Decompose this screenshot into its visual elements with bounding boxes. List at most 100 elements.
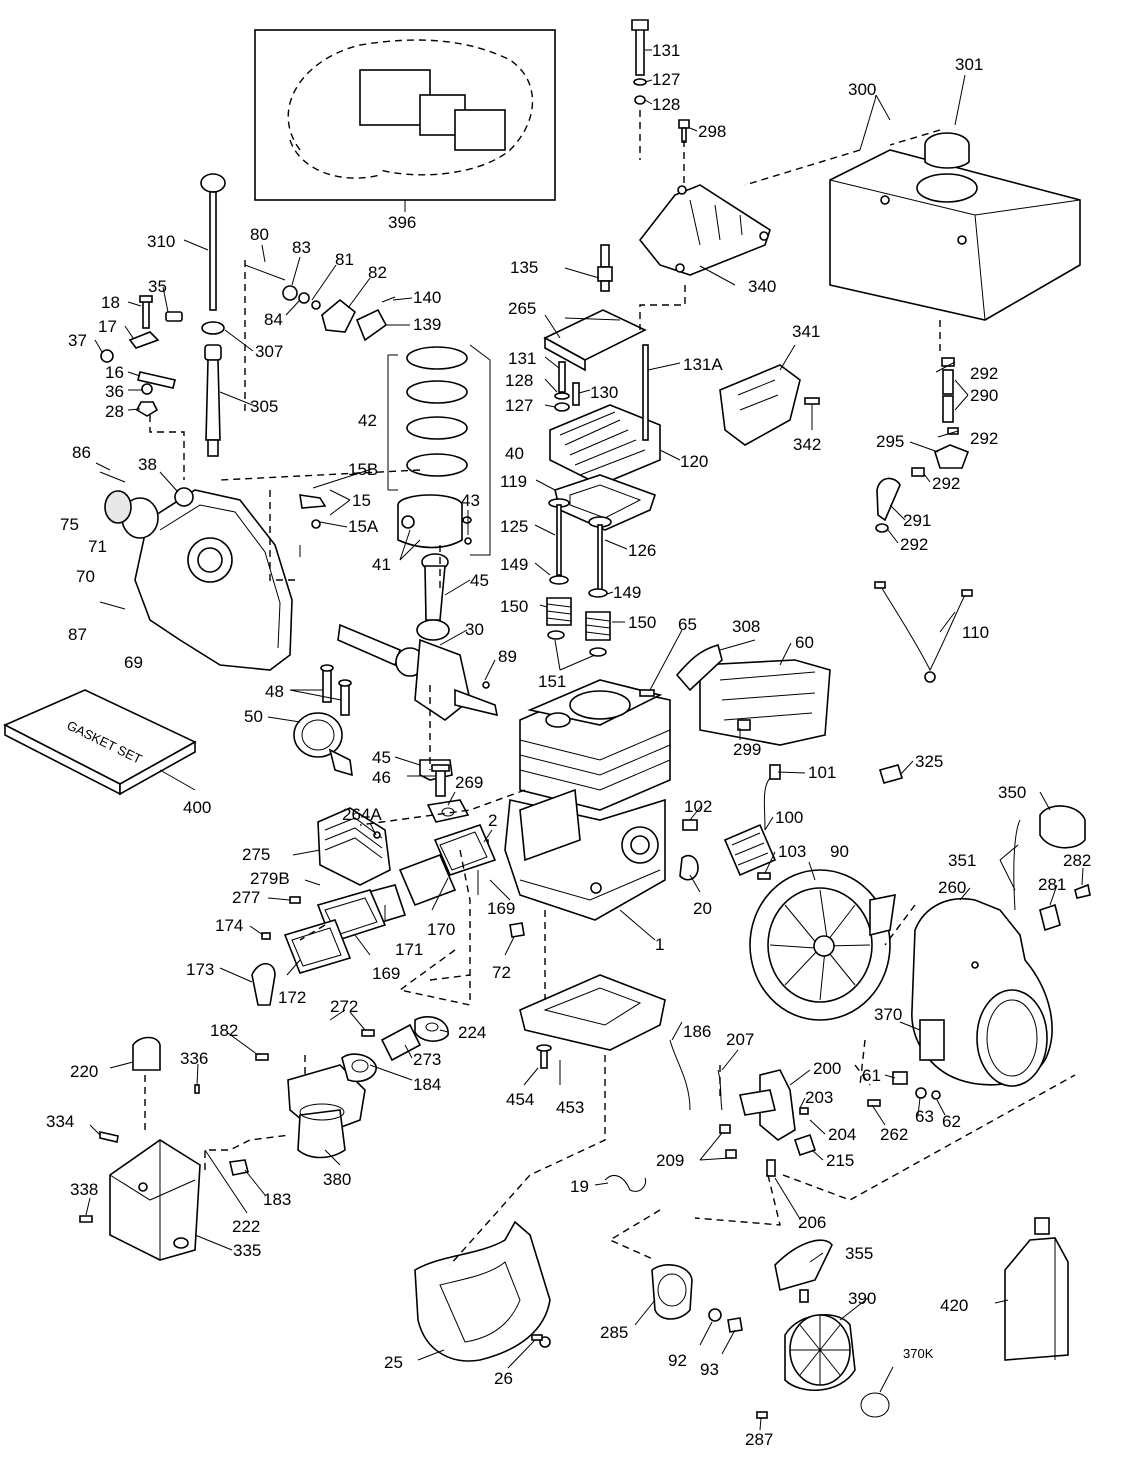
label-396: 396 bbox=[388, 213, 416, 232]
label-110: 110 bbox=[962, 623, 989, 642]
label-1: 1 bbox=[655, 935, 664, 954]
label-169-left: 169 bbox=[372, 964, 400, 983]
label-126: 126 bbox=[628, 541, 656, 560]
label-325: 325 bbox=[915, 752, 943, 771]
label-45-top: 45 bbox=[470, 571, 489, 590]
valves-springs bbox=[546, 498, 612, 657]
label-265: 265 bbox=[508, 299, 536, 318]
label-220: 220 bbox=[70, 1062, 98, 1081]
label-84: 84 bbox=[264, 310, 283, 329]
label-26: 26 bbox=[494, 1369, 513, 1388]
label-204: 204 bbox=[828, 1125, 856, 1144]
label-72: 72 bbox=[492, 963, 511, 982]
label-19: 19 bbox=[570, 1177, 589, 1196]
label-172: 172 bbox=[278, 988, 306, 1007]
label-272: 272 bbox=[330, 997, 358, 1016]
label-37: 37 bbox=[68, 331, 87, 350]
label-81: 81 bbox=[335, 250, 354, 269]
label-71: 71 bbox=[88, 537, 107, 556]
label-62: 62 bbox=[942, 1112, 961, 1131]
exhaust-gaskets bbox=[251, 824, 497, 1006]
label-334: 334 bbox=[46, 1112, 74, 1131]
label-65: 65 bbox=[678, 615, 697, 634]
label-174: 174 bbox=[215, 916, 243, 935]
label-351: 351 bbox=[948, 851, 976, 870]
label-80: 80 bbox=[250, 225, 269, 244]
label-173: 173 bbox=[186, 960, 214, 979]
label-28: 28 bbox=[105, 402, 124, 421]
air-guide bbox=[414, 1220, 551, 1362]
label-149-left: 149 bbox=[500, 555, 528, 574]
label-300: 300 bbox=[848, 80, 876, 99]
fuel-tank bbox=[829, 132, 1081, 321]
spark-plug bbox=[597, 244, 613, 292]
label-279B: 279B bbox=[250, 869, 290, 888]
label-299: 299 bbox=[733, 740, 761, 759]
label-16: 16 bbox=[105, 363, 124, 382]
head-bolts bbox=[554, 344, 649, 441]
label-15A: 15A bbox=[348, 517, 379, 536]
label-292-b: 292 bbox=[970, 429, 998, 448]
blower-housing bbox=[911, 898, 1053, 1087]
base-plate bbox=[519, 974, 666, 1069]
label-93: 93 bbox=[700, 1360, 719, 1379]
label-264A: 264A bbox=[342, 805, 382, 824]
piston bbox=[299, 494, 472, 549]
label-61: 61 bbox=[862, 1066, 881, 1085]
label-420: 420 bbox=[940, 1296, 968, 1315]
label-341: 341 bbox=[792, 322, 820, 341]
label-120: 120 bbox=[680, 452, 708, 471]
label-45-bottom: 45 bbox=[372, 748, 391, 767]
label-90: 90 bbox=[830, 842, 849, 861]
label-15: 15 bbox=[352, 491, 371, 510]
label-200: 200 bbox=[813, 1059, 841, 1078]
label-222: 222 bbox=[232, 1217, 260, 1236]
label-291: 291 bbox=[903, 511, 931, 530]
wire-harness bbox=[874, 581, 973, 683]
label-43: 43 bbox=[461, 491, 480, 510]
dipstick-assembly bbox=[200, 173, 226, 457]
label-292-c: 292 bbox=[932, 474, 960, 493]
label-370: 370 bbox=[874, 1005, 902, 1024]
label-128-head: 128 bbox=[505, 371, 533, 390]
label-355: 355 bbox=[845, 1244, 873, 1263]
label-186: 186 bbox=[683, 1022, 711, 1041]
label-305: 305 bbox=[250, 397, 278, 416]
cylinder-head bbox=[543, 309, 661, 531]
label-336: 336 bbox=[180, 1049, 208, 1068]
label-277: 277 bbox=[232, 888, 260, 907]
label-275: 275 bbox=[242, 845, 270, 864]
label-18: 18 bbox=[101, 293, 120, 312]
flywheel bbox=[749, 869, 896, 1021]
label-100: 100 bbox=[775, 808, 803, 827]
label-83: 83 bbox=[292, 238, 311, 257]
label-140: 140 bbox=[413, 288, 441, 307]
label-295: 295 bbox=[876, 432, 904, 451]
label-370K: 370K bbox=[903, 1346, 934, 1361]
camshaft-tappets bbox=[293, 664, 450, 797]
inset-assembly-frame bbox=[254, 29, 556, 205]
label-215: 215 bbox=[826, 1151, 854, 1170]
label-87: 87 bbox=[68, 625, 87, 644]
fuel-line bbox=[875, 357, 970, 533]
housing-fasteners bbox=[867, 1071, 941, 1107]
label-131: 131 bbox=[652, 41, 680, 60]
label-60: 60 bbox=[795, 633, 814, 652]
label-454: 454 bbox=[506, 1090, 534, 1109]
label-89: 89 bbox=[498, 647, 517, 666]
label-453: 453 bbox=[556, 1098, 584, 1117]
label-260: 260 bbox=[938, 878, 966, 897]
label-390: 390 bbox=[848, 1289, 876, 1308]
label-48: 48 bbox=[265, 682, 284, 701]
clip-325 bbox=[878, 764, 904, 784]
choke-parts bbox=[1013, 805, 1091, 932]
label-282: 282 bbox=[1063, 851, 1091, 870]
breather-parts bbox=[244, 264, 396, 342]
tank-support-bracket bbox=[719, 364, 820, 446]
crankcase-cover bbox=[99, 471, 293, 671]
label-127-head: 127 bbox=[505, 396, 533, 415]
label-342: 342 bbox=[793, 435, 821, 454]
carburetor bbox=[229, 1016, 449, 1176]
label-203: 203 bbox=[805, 1088, 833, 1107]
